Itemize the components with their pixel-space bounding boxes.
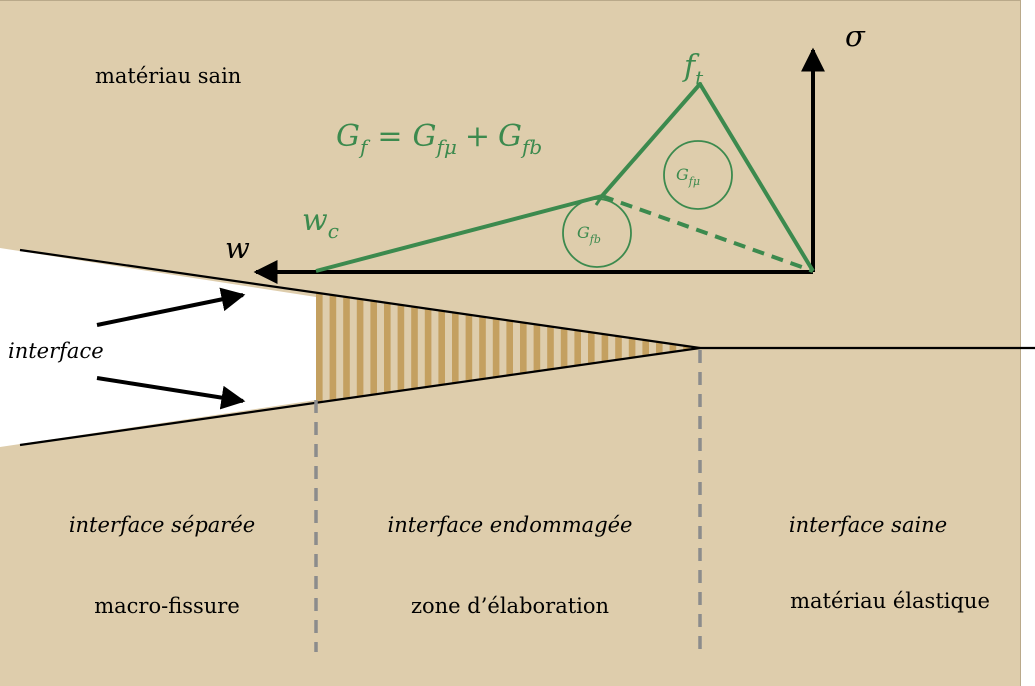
hatch-stripe (411, 307, 418, 389)
gf-eq: = (377, 119, 402, 154)
hatch-stripe (506, 321, 513, 375)
hatch-stripe (370, 301, 377, 394)
hatch-stripe (316, 293, 323, 402)
zone3-subtitle: matériau élastique (790, 589, 990, 613)
gf-t2-sub: fb (520, 135, 542, 159)
circle-gfb-label: Gfb (577, 223, 601, 246)
hatch-stripe (384, 303, 391, 393)
hatch-stripe (492, 319, 500, 377)
circle-gfb (562, 198, 632, 268)
softening-curve (315, 82, 815, 273)
wc-main: w (302, 203, 328, 238)
zone2-subtitle: zone d’élaboration (411, 594, 609, 618)
hatch-stripe (669, 344, 677, 352)
circle-gfmu (663, 140, 733, 210)
zone3-title: interface saine (789, 513, 947, 537)
gf-t1-sub: fμ (434, 135, 456, 159)
hatch-stripe (479, 317, 486, 379)
hatch-stripe (601, 334, 609, 361)
wc-label: wc (302, 203, 339, 243)
dashed-split-line (601, 194, 814, 273)
upper-crack-face (19, 248, 701, 350)
hatch-stripe (642, 340, 649, 356)
hatch-stripe (424, 309, 432, 387)
label-materiau-sain: matériau sain (95, 64, 241, 88)
hatch-stripe (656, 342, 663, 354)
process-zone-hatching (316, 293, 690, 402)
hatch-stripe (329, 295, 337, 400)
hatch-stripe (356, 299, 364, 396)
gf-t2: G (498, 119, 522, 154)
hatch-stripe (628, 338, 636, 358)
hatch-stripe (615, 336, 622, 360)
circle-gfb-main: G (577, 223, 590, 242)
interface-arrow-lower (96, 376, 246, 410)
hatch-stripe (452, 313, 459, 383)
lower-crack-face (19, 346, 701, 447)
zone1-subtitle: macro-fissure (94, 594, 240, 618)
hatch-stripe (574, 330, 581, 365)
hatch-stripe (547, 327, 554, 369)
hatch-stripe (588, 332, 595, 363)
ft-sub: t (695, 66, 704, 90)
hatch-stripe (683, 346, 690, 350)
circle-gfb-sub: fb (589, 233, 601, 246)
zone2-title: interface endommagée (388, 513, 633, 537)
interface-arrow-upper (96, 287, 246, 327)
circle-gfmu-label: Gfμ (676, 165, 700, 188)
hatch-stripe (560, 328, 568, 367)
w-label: w (225, 231, 250, 265)
circle-gfmu-sub: fμ (688, 175, 700, 188)
gf-lhs: G (336, 119, 360, 154)
hatch-stripe (438, 311, 445, 385)
hatch-stripe (343, 297, 350, 398)
hatch-stripe (397, 305, 405, 391)
interface-label: interface (8, 339, 104, 363)
curve-tick (594, 195, 604, 206)
circle-gfmu-main: G (676, 165, 689, 184)
hatch-stripe (465, 315, 473, 381)
sigma-label: σ (845, 19, 866, 53)
gf-plus: + (465, 119, 490, 154)
gf-t1: G (413, 119, 437, 154)
zone1-title: interface séparée (69, 513, 255, 537)
hatch-stripe (533, 325, 541, 371)
wc-sub: c (328, 219, 339, 243)
hatch-stripe (520, 323, 527, 373)
page-margin-right (1021, 0, 1035, 686)
